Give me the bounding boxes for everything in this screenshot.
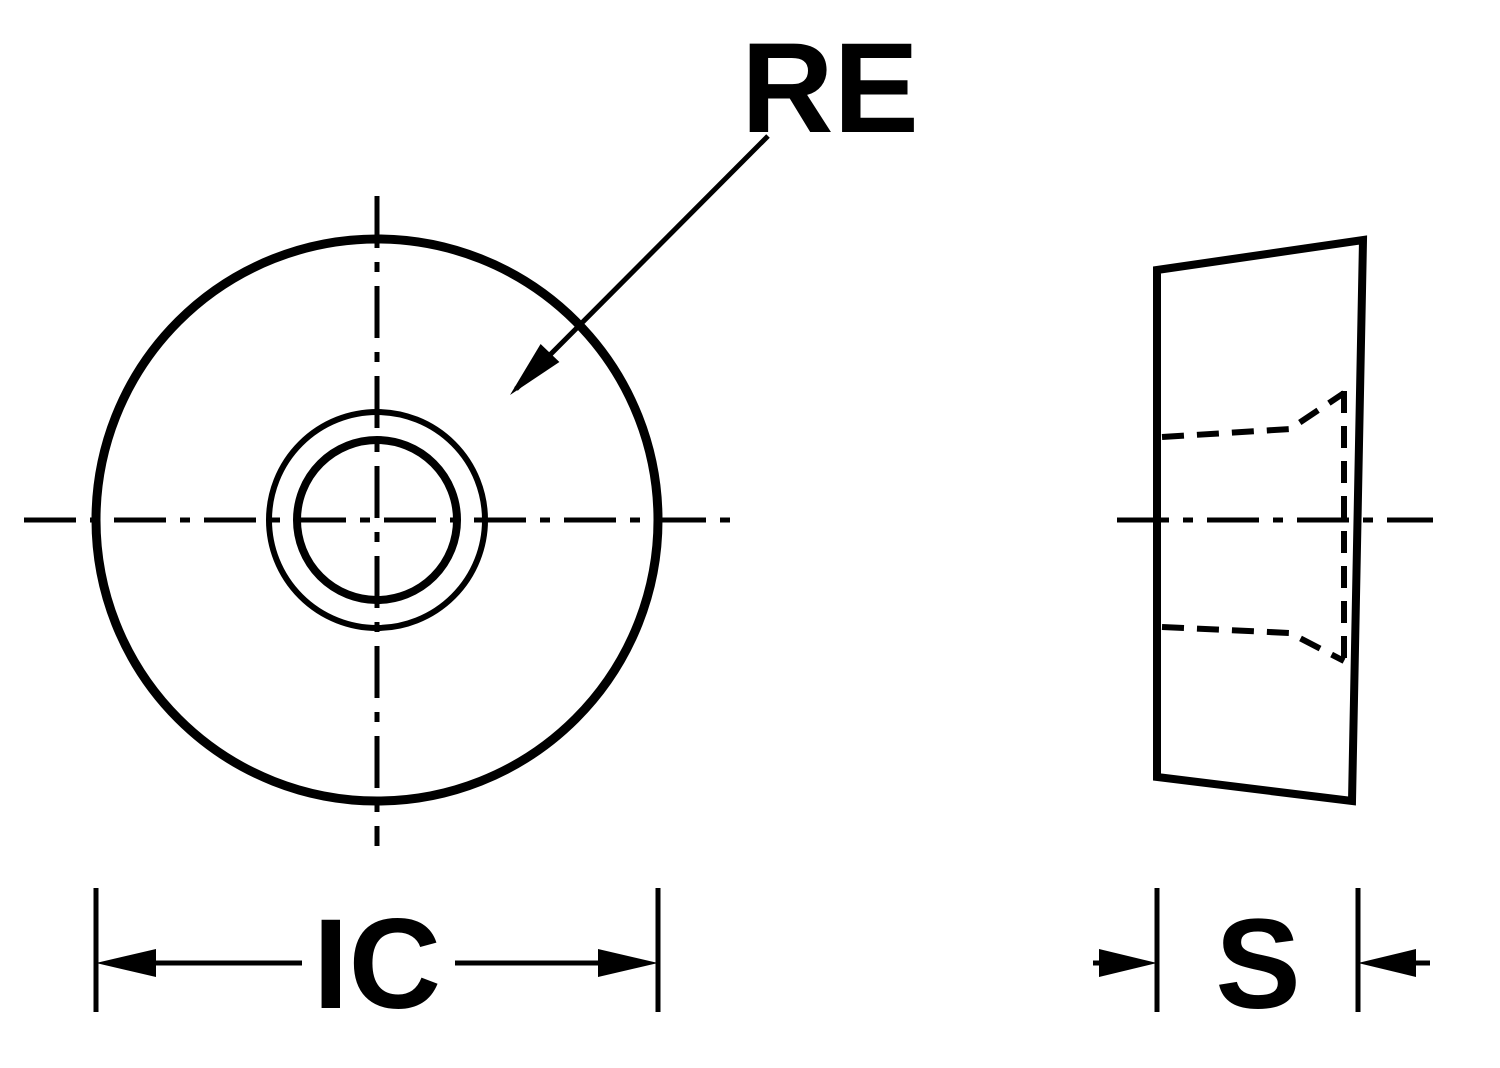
s-dimension: S	[1093, 888, 1430, 1036]
re-callout: RE	[510, 17, 919, 395]
ic-label: IC	[313, 893, 441, 1036]
front-view	[24, 196, 731, 846]
re-arrowhead-icon	[510, 344, 560, 395]
s-arrowhead-left-icon	[1099, 949, 1157, 977]
re-leader-line	[514, 134, 770, 391]
ic-arrowhead-right-icon	[598, 949, 658, 977]
hidden-hole-line-lower	[1161, 624, 1346, 664]
s-arrowhead-right-icon	[1358, 949, 1416, 977]
insert-side-profile	[1153, 235, 1368, 806]
hidden-hole-line-upper	[1161, 390, 1346, 440]
ic-arrowhead-left-icon	[96, 949, 156, 977]
re-label: RE	[741, 17, 919, 160]
ic-dimension: IC	[93, 888, 661, 1036]
s-label: S	[1215, 893, 1300, 1036]
side-view	[1117, 235, 1433, 806]
